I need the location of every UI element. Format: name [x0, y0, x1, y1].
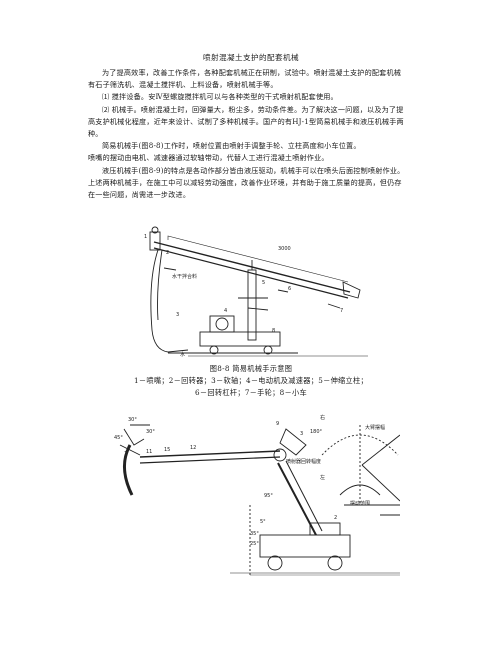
- fig2-a5: 5°: [260, 519, 266, 525]
- fig2-a180: 180°: [310, 429, 323, 435]
- figure-8-8-legend-1: 1－喷嘴；2－回转器；3－软轴；4－电动机及减速器；5－伸缩立柱；: [133, 376, 369, 385]
- fig1-n1: 1: [144, 234, 147, 240]
- fig1-water-label: 水: [180, 351, 185, 358]
- fig2-a35: 35°: [250, 531, 259, 537]
- fig2-right: 右: [320, 414, 325, 421]
- fig1-n5: 5: [262, 280, 265, 286]
- fig2-n11: 11: [146, 449, 152, 455]
- fig2-a25: 25°: [250, 541, 259, 547]
- paragraph-5: 喷嘴的摆动由电机、减速器通过软轴带动，代替人工进行混凝土喷射作业。: [88, 153, 329, 163]
- figure-8-8-caption: 图8-8 简易机械手示意图: [209, 364, 293, 373]
- body-text: 为了提高效率，改善工作条件，各种配套机械正在研制，试验中。喷射混凝土支护的配套机…: [88, 67, 408, 201]
- document-title: 喷射混凝土支护的配套机械: [203, 53, 299, 62]
- fig2-n3: 3: [300, 431, 303, 437]
- fig1-dim-top: 3000: [278, 246, 291, 252]
- fig1-n2: 2: [166, 250, 169, 256]
- fig2-big-arm-label: 大臂摆幅: [365, 424, 385, 431]
- figure-8-9-drawing: 30° 30° 45° 1 11 15 12 9 3 180° 喷射器回转幅度 …: [114, 414, 400, 576]
- fig1-n6: 6: [288, 286, 291, 292]
- fig2-a30b: 30°: [146, 429, 155, 435]
- paragraph-2: ⑴ 搅拌设备。安Ⅳ型螺旋搅拌机可以与各种类型的干式喷射机配套使用。: [102, 92, 338, 102]
- paragraph-4: 简易机械手(图8-8)工作时，喷射位置由喷射手调整手轮、立柱高度和小车位置。: [102, 141, 361, 151]
- fig1-n4: 4: [224, 308, 227, 314]
- fig2-a30: 30°: [128, 417, 137, 423]
- figure-8-8-drawing: 3000 水干拌合料 水 1 2 3 4 5 6 7 8: [144, 226, 368, 358]
- fig1-n7: 7: [340, 308, 343, 314]
- fig2-lift-label: 喷射器回转幅度: [286, 458, 321, 465]
- fig2-left: 左: [320, 474, 325, 481]
- fig1-n8: 8: [272, 328, 275, 334]
- paragraph-1: 为了提高效率，改善工作条件，各种配套机械正在研制，试验中。喷射混凝土支护的配套机…: [88, 68, 402, 90]
- fig2-a45: 45°: [114, 435, 123, 441]
- fig1-n3: 3: [176, 312, 179, 318]
- fig2-n1: 1: [124, 451, 127, 457]
- fig2-n2: 2: [334, 515, 337, 521]
- figure-8-8-legend-2: 6－回转杠杆；7－手轮；8－小车: [195, 388, 307, 397]
- fig2-a95: 95°: [264, 493, 273, 499]
- fig2-n12: 12: [190, 445, 196, 451]
- fig2-n15: 15: [164, 447, 170, 453]
- paragraph-3: ⑵ 机械手。喷射混凝土时，回弹量大，粉尘多，劳动条件差。为了解决这一问题，以及为…: [88, 104, 404, 139]
- fig1-mixture-label: 水干拌合料: [172, 273, 197, 280]
- fig2-n9: 9: [276, 421, 279, 427]
- fig2-range-label: 摆动范围: [350, 500, 370, 507]
- paragraph-6: 液压机械手(图8-9)的特点是各动作部分皆由液压驱动，机械手可以在喷头后面控制喷…: [88, 165, 405, 200]
